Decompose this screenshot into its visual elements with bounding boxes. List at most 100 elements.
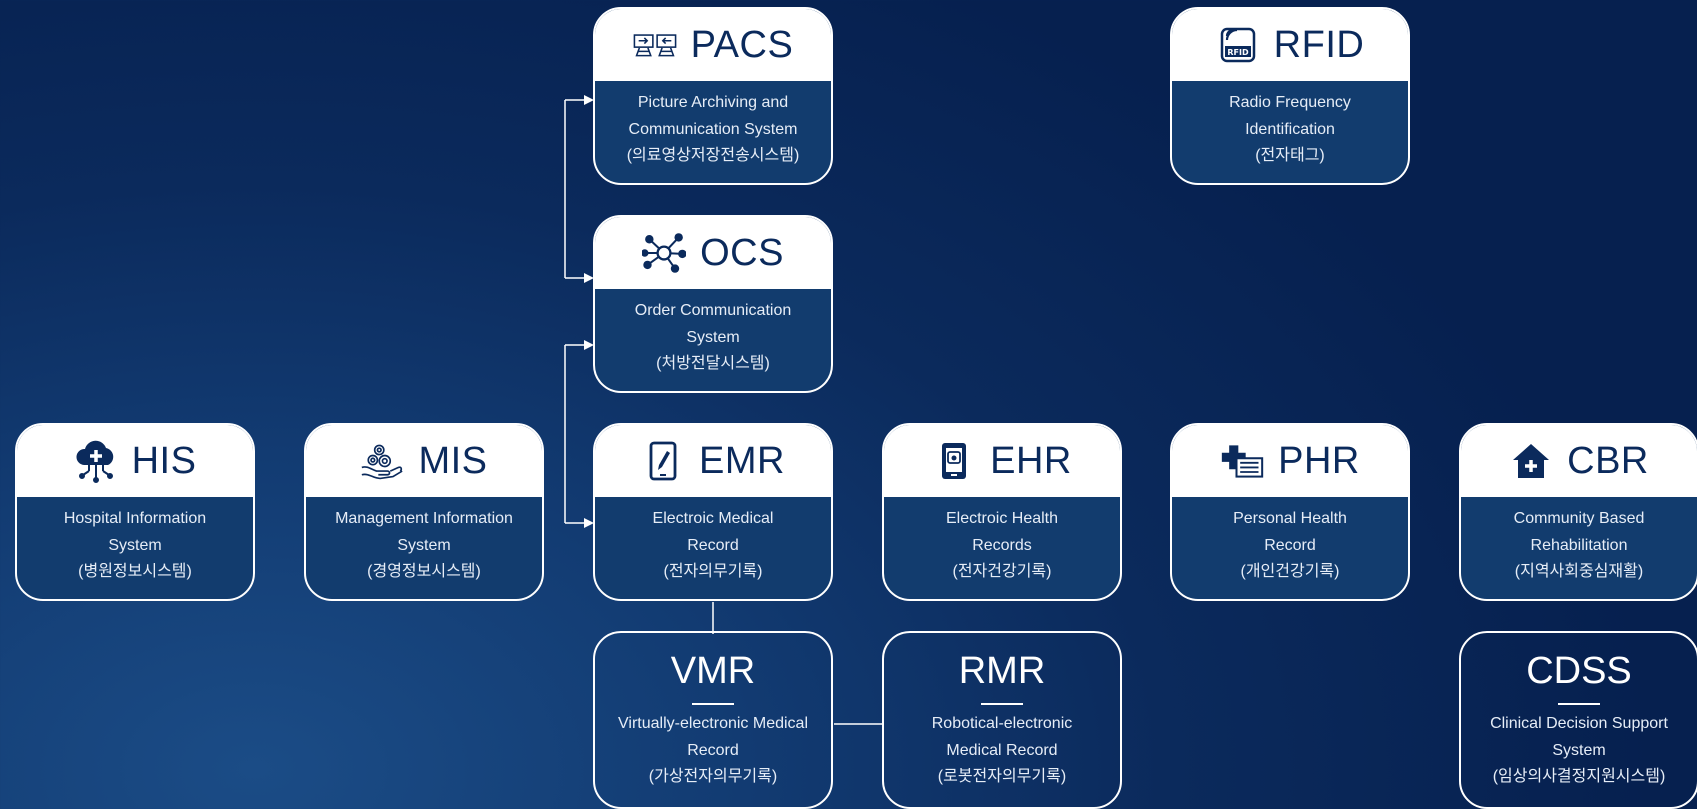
mis-card-header: MIS	[306, 425, 542, 497]
cdss-divider	[1558, 703, 1600, 705]
emr-line-3: (전자의무기록)	[663, 563, 763, 580]
his-line-2: System	[108, 536, 162, 554]
ocs-line-3: (처방전달시스템)	[656, 355, 770, 372]
his-line-3: (병원정보시스템)	[78, 563, 192, 580]
mis-card: MIS Management Information System (경영정보시…	[304, 423, 544, 601]
cbr-line-2: Rehabilitation	[1530, 536, 1628, 554]
rmr-line-1: Robotical-electronic	[931, 715, 1073, 732]
vmr-divider	[692, 703, 734, 705]
rmr-description: Robotical-electronic Medical Record (로봇전…	[884, 705, 1120, 791]
tablet-record-icon	[932, 439, 976, 483]
arrow-to-ocs-bottom	[564, 345, 592, 523]
house-cross-icon	[1509, 439, 1553, 483]
tablet-pen-icon	[641, 439, 685, 483]
his-line-1: Hospital Information	[63, 510, 207, 527]
vmr-line-2: Record	[687, 741, 739, 759]
his-card-header: HIS	[17, 425, 253, 497]
pacs-line-1: Picture Archiving and	[637, 94, 789, 111]
emr-abbr: EMR	[699, 439, 785, 482]
cbr-card: CBR Community Based Rehabilitation (지역사회…	[1459, 423, 1697, 601]
cdss-abbr: CDSS	[1526, 650, 1632, 692]
rfid-line-3: (전자태그)	[1255, 147, 1325, 164]
rfid-card: RFID RFID Radio Frequency Identification…	[1170, 7, 1410, 185]
rmr-card-header: RMR	[884, 633, 1120, 705]
cbr-line-3: (지역사회중심재활)	[1514, 563, 1644, 580]
rmr-abbr: RMR	[958, 650, 1046, 692]
rfid-abbr: RFID	[1273, 23, 1365, 66]
cbr-description: Community Based Rehabilitation (지역사회중심재활…	[1461, 497, 1697, 586]
emr-card-header: EMR	[595, 425, 831, 497]
mis-abbr: MIS	[418, 439, 488, 482]
cbr-line-1: Community Based	[1513, 510, 1645, 527]
network-nodes-icon	[642, 231, 687, 275]
phr-line-2: Record	[1264, 536, 1316, 554]
ehr-line-3: (전자건강기록)	[952, 563, 1052, 580]
ehr-description: Electroic Health Records (전자건강기록)	[884, 497, 1120, 586]
ehr-line-2: Records	[972, 536, 1032, 554]
rfid-card-header: RFID RFID	[1172, 9, 1408, 81]
rmr-card: RMR Robotical-electronic Medical Record …	[882, 631, 1122, 809]
phr-line-1: Personal Health	[1233, 510, 1347, 527]
cdss-card-header: CDSS	[1461, 633, 1697, 705]
pacs-line-2: Communication System	[628, 120, 798, 138]
ocs-card-header: OCS	[595, 217, 831, 289]
vmr-abbr: VMR	[670, 650, 756, 692]
ehr-card-header: EHR	[884, 425, 1120, 497]
cdss-line-3: (임상의사결정지원시스템)	[1492, 768, 1666, 785]
phr-card: PHR Personal Health Record (개인건강기록)	[1170, 423, 1410, 601]
svg-text:RFID: RFID	[1227, 48, 1249, 57]
rfid-description: Radio Frequency Identification (전자태그)	[1172, 81, 1408, 170]
ocs-line-1: Order Communication	[634, 302, 792, 319]
rfid-line-2: Identification	[1245, 120, 1335, 138]
cdss-description: Clinical Decision Support System (임상의사결정…	[1461, 705, 1697, 791]
mis-line-3: (경영정보시스템)	[367, 563, 481, 580]
arrow-to-pacs	[564, 100, 592, 278]
vmr-card-header: VMR	[595, 633, 831, 705]
rfid-line-1: Radio Frequency	[1229, 94, 1351, 111]
his-description: Hospital Information System (병원정보시스템)	[17, 497, 253, 586]
rmr-divider	[981, 703, 1023, 705]
pacs-description: Picture Archiving and Communication Syst…	[595, 81, 831, 170]
cdss-card: CDSS Clinical Decision Support System (임…	[1459, 631, 1697, 809]
hand-gears-icon	[360, 439, 404, 483]
medical-cross-card-icon	[1220, 439, 1264, 483]
pacs-line-3: (의료영상저장전송시스템)	[626, 147, 800, 164]
emr-line-2: Record	[687, 536, 739, 554]
cloud-medical-icon	[74, 439, 118, 483]
emr-card: EMR Electroic Medical Record (전자의무기록)	[593, 423, 833, 601]
vmr-line-1: Virtually-electronic Medical	[618, 715, 808, 732]
his-abbr: HIS	[131, 439, 197, 482]
ocs-abbr: OCS	[700, 231, 784, 274]
mis-line-1: Management Information	[335, 510, 513, 527]
ocs-description: Order Communication System (처방전달시스템)	[595, 289, 831, 378]
rmr-line-2: Medical Record	[946, 741, 1058, 759]
his-card: HIS Hospital Information System (병원정보시스템…	[15, 423, 255, 601]
cbr-abbr: CBR	[1567, 439, 1649, 482]
computers-transfer-icon	[633, 23, 677, 67]
rfid-tag-icon: RFID	[1216, 23, 1260, 67]
ehr-line-1: Electroic Health	[945, 510, 1059, 527]
pacs-abbr: PACS	[690, 23, 794, 66]
ocs-line-2: System	[686, 328, 740, 346]
pacs-card: PACS Picture Archiving and Communication…	[593, 7, 833, 185]
ehr-card: EHR Electroic Health Records (전자건강기록)	[882, 423, 1122, 601]
vmr-description: Virtually-electronic Medical Record (가상전…	[595, 705, 831, 791]
cdss-line-2: System	[1552, 741, 1606, 759]
phr-description: Personal Health Record (개인건강기록)	[1172, 497, 1408, 586]
ehr-abbr: EHR	[990, 439, 1072, 482]
cbr-card-header: CBR	[1461, 425, 1697, 497]
emr-line-1: Electroic Medical	[652, 510, 774, 527]
phr-line-3: (개인건강기록)	[1240, 563, 1340, 580]
phr-abbr: PHR	[1278, 439, 1360, 482]
vmr-line-3: (가상전자의무기록)	[648, 768, 778, 785]
vmr-card: VMR Virtually-electronic Medical Record …	[593, 631, 833, 809]
ocs-card: OCS Order Communication System (처방전달시스템)	[593, 215, 833, 393]
mis-line-2: System	[397, 536, 451, 554]
mis-description: Management Information System (경영정보시스템)	[306, 497, 542, 586]
phr-card-header: PHR	[1172, 425, 1408, 497]
rmr-line-3: (로봇전자의무기록)	[937, 768, 1067, 785]
pacs-card-header: PACS	[595, 9, 831, 81]
cdss-line-1: Clinical Decision Support	[1490, 715, 1668, 732]
emr-description: Electroic Medical Record (전자의무기록)	[595, 497, 831, 586]
